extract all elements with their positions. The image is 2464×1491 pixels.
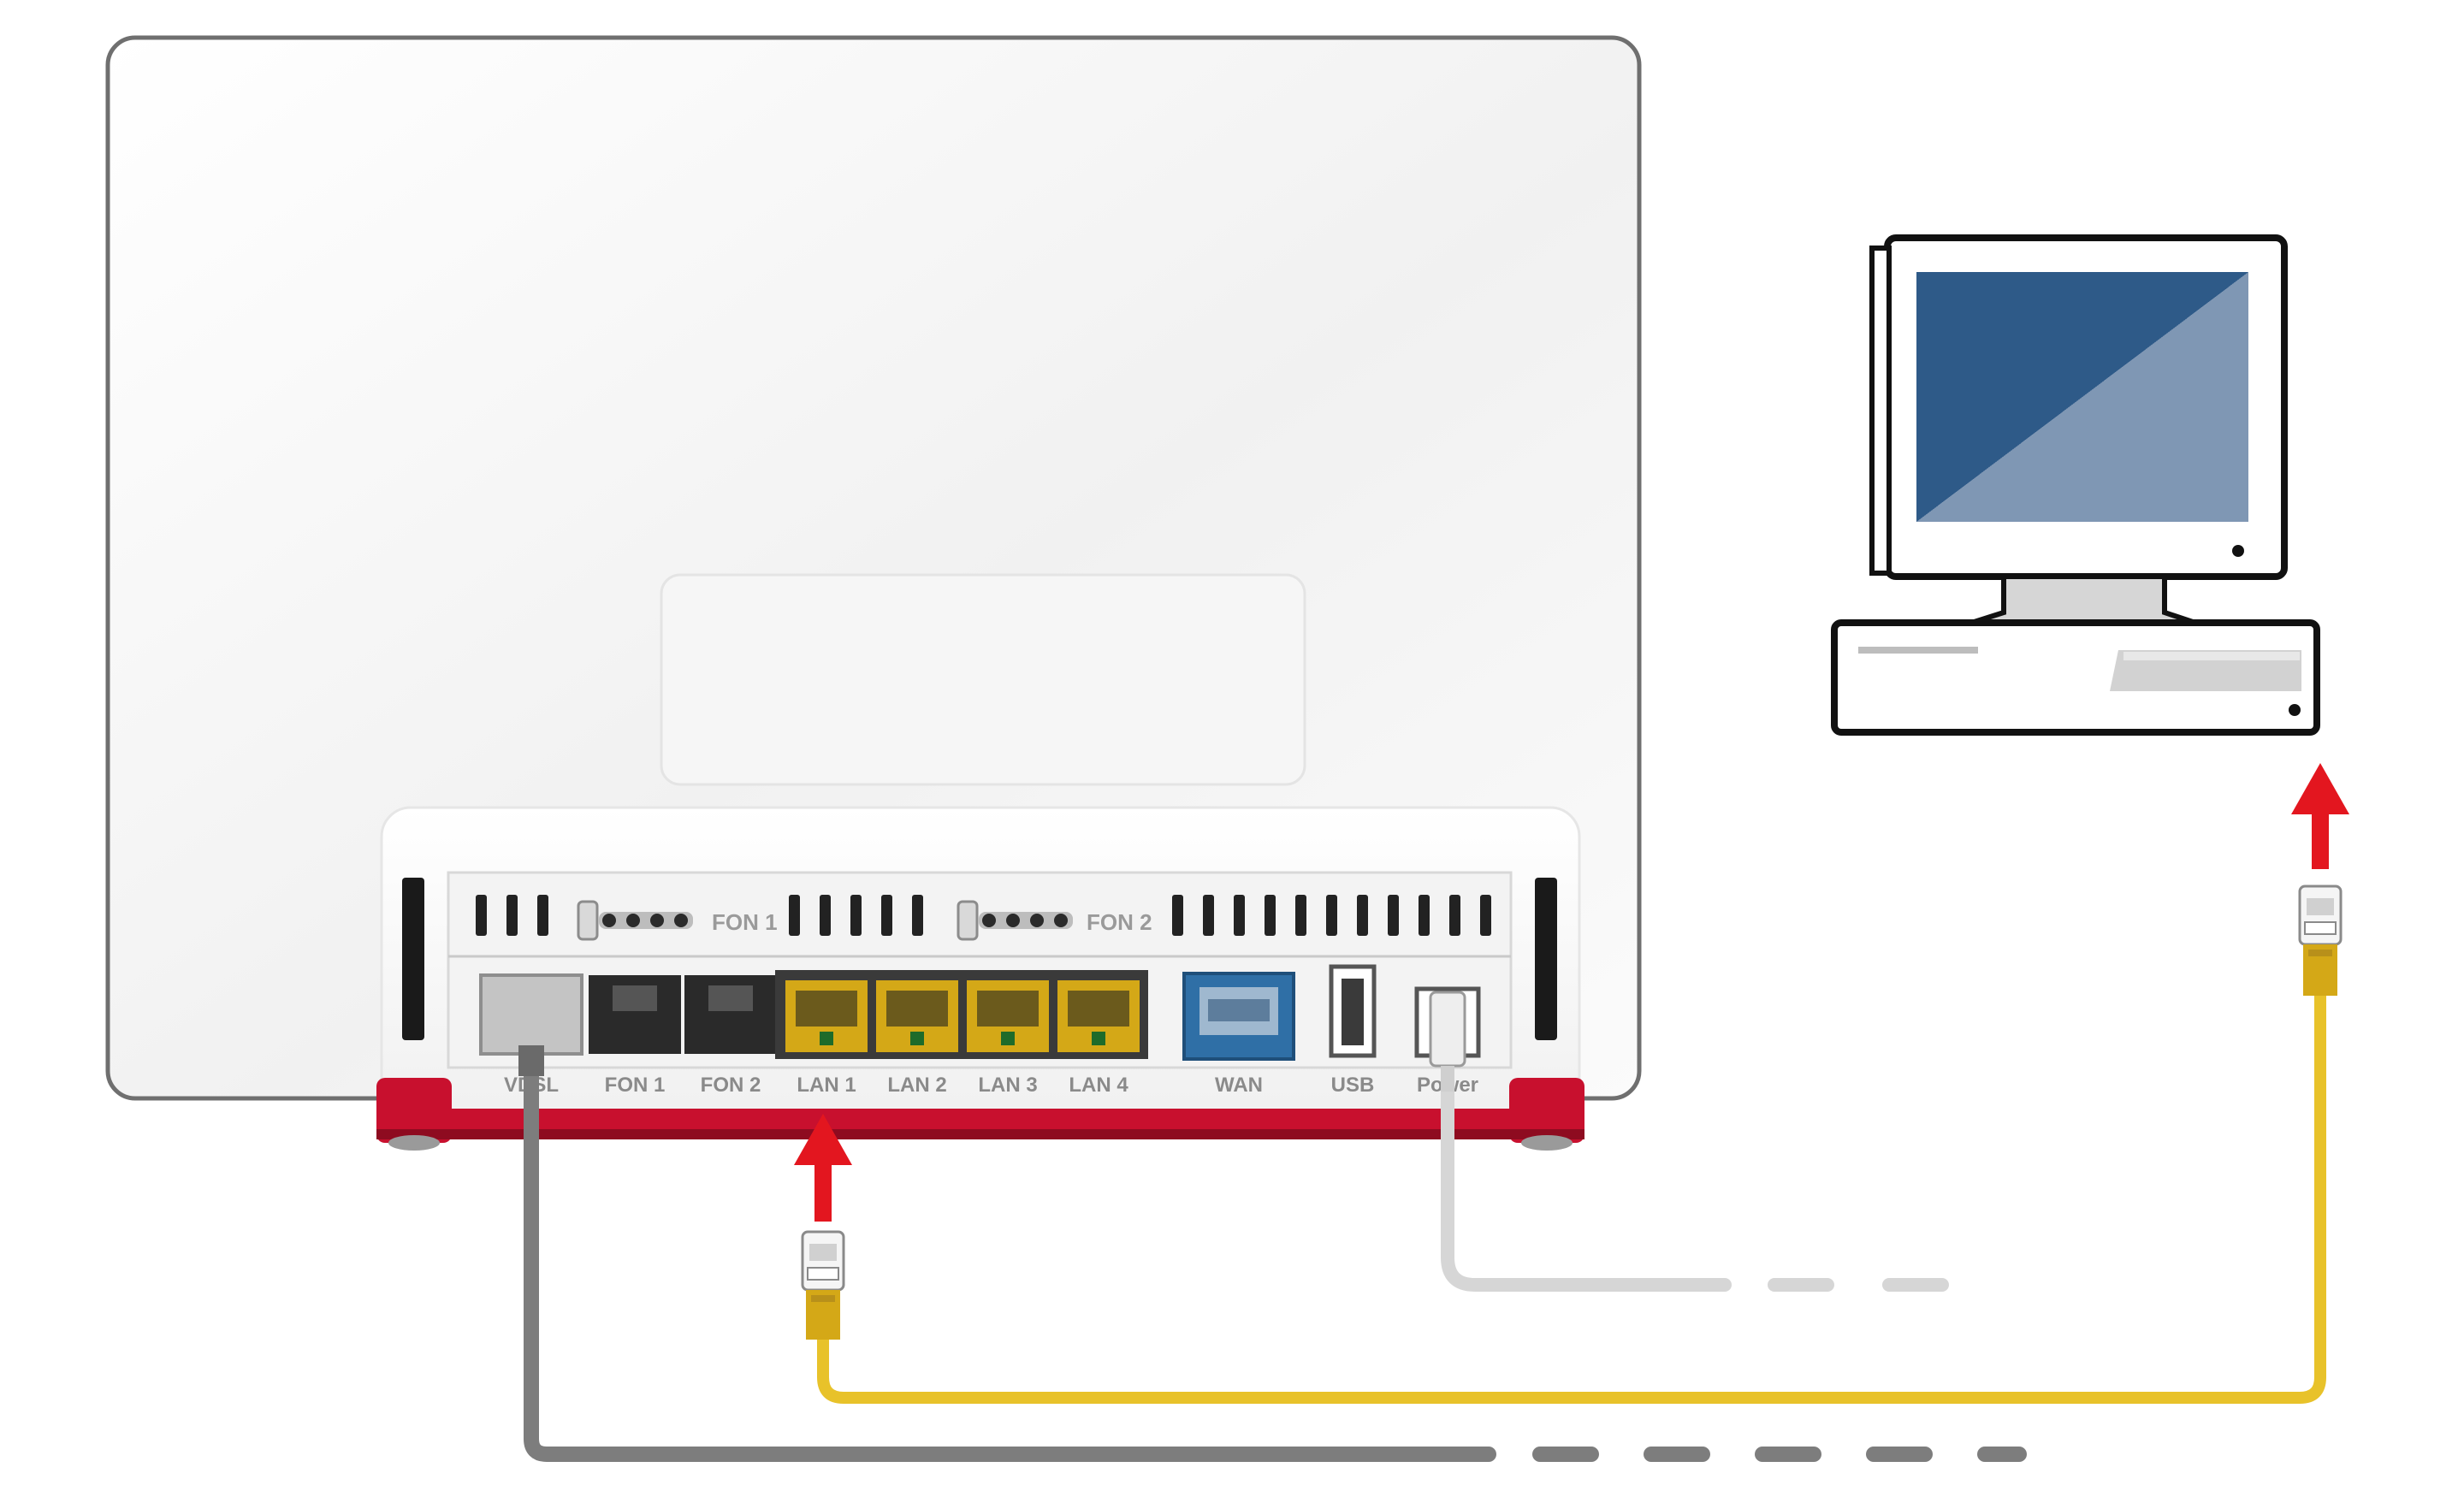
vent-slat bbox=[912, 895, 923, 936]
vent-slat bbox=[1357, 895, 1368, 936]
arrow-to-lan1 bbox=[794, 1114, 852, 1222]
port-label-usb: USB bbox=[1331, 1074, 1375, 1097]
dsl-cable bbox=[524, 1046, 1496, 1462]
vent-slat bbox=[1234, 895, 1245, 936]
fon1-port bbox=[589, 975, 681, 1054]
vent-slat bbox=[1326, 895, 1337, 936]
vent-slat bbox=[820, 895, 831, 936]
port-label-lan2: LAN 2 bbox=[887, 1074, 946, 1097]
vent-slat bbox=[476, 895, 487, 936]
port-label-fon1: FON 1 bbox=[605, 1074, 666, 1097]
monitor bbox=[1869, 234, 2288, 580]
router-red-base bbox=[376, 1078, 1584, 1151]
power-plug-tip bbox=[1441, 1066, 1454, 1092]
vent-slat bbox=[1449, 895, 1460, 936]
drive-bay-slot bbox=[2123, 652, 2300, 660]
vent-slat bbox=[1203, 895, 1214, 936]
dsl-plug bbox=[518, 1045, 544, 1076]
cables bbox=[518, 885, 2343, 1462]
fon2-port bbox=[684, 975, 777, 1054]
fon1-analog-connector bbox=[577, 900, 693, 941]
left-foot bbox=[388, 1135, 440, 1151]
vent-slat bbox=[1265, 895, 1276, 936]
left-side-vent bbox=[402, 878, 424, 1040]
vent-slat bbox=[1295, 895, 1306, 936]
lan-cable bbox=[817, 986, 2326, 1404]
lan4-port bbox=[1057, 980, 1140, 1052]
wan-port bbox=[1182, 972, 1295, 1061]
vent-slat bbox=[1419, 895, 1430, 936]
right-side-vent bbox=[1535, 878, 1557, 1040]
top-vent-row bbox=[476, 895, 1491, 936]
case-slot bbox=[1858, 647, 1978, 654]
lan-plug-computer-end bbox=[2298, 885, 2343, 996]
port-label-lan1: LAN 1 bbox=[797, 1074, 856, 1097]
fon2-top-label: FON 2 bbox=[1087, 909, 1152, 935]
monitor-stand bbox=[1965, 574, 2201, 627]
router: FON 1 FON 2 bbox=[105, 35, 1642, 1151]
vent-slat bbox=[850, 895, 862, 936]
right-foot bbox=[1521, 1135, 1573, 1151]
router-stand-recess bbox=[660, 573, 1306, 786]
computer bbox=[1831, 234, 2320, 736]
desktop-case bbox=[1831, 619, 2320, 736]
lan1-port bbox=[785, 980, 868, 1052]
port-label-wan: WAN bbox=[1215, 1074, 1263, 1097]
vent-slat bbox=[881, 895, 892, 936]
usb-port bbox=[1329, 964, 1377, 1058]
vent-slat bbox=[1480, 895, 1491, 936]
fon2-analog-connector bbox=[957, 900, 1073, 941]
vent-slat bbox=[789, 895, 800, 936]
port-label-fon2: FON 2 bbox=[701, 1074, 761, 1097]
vent-slat bbox=[506, 895, 518, 936]
vent-slat bbox=[537, 895, 548, 936]
lan3-port bbox=[967, 980, 1049, 1052]
fon1-top-label: FON 1 bbox=[712, 909, 778, 935]
port-label-lan3: LAN 3 bbox=[978, 1074, 1037, 1097]
lan2-port bbox=[876, 980, 958, 1052]
monitor-screen bbox=[1916, 272, 2248, 522]
vent-slat bbox=[1172, 895, 1183, 936]
vdsl-port bbox=[479, 973, 583, 1056]
arrow-to-computer bbox=[2291, 763, 2349, 869]
lan-plug-router-end bbox=[801, 1230, 845, 1340]
power-cable bbox=[1441, 1049, 1732, 1292]
case-power-led bbox=[2289, 704, 2301, 716]
port-label-lan4: LAN 4 bbox=[1069, 1074, 1128, 1097]
monitor-power-led bbox=[2232, 545, 2244, 557]
power-plug bbox=[1429, 991, 1466, 1068]
port-labels: VDSL FON 1 FON 2 LAN 1 LAN 2 LAN 3 LAN 4… bbox=[504, 1074, 1478, 1097]
vent-slat bbox=[1388, 895, 1399, 936]
